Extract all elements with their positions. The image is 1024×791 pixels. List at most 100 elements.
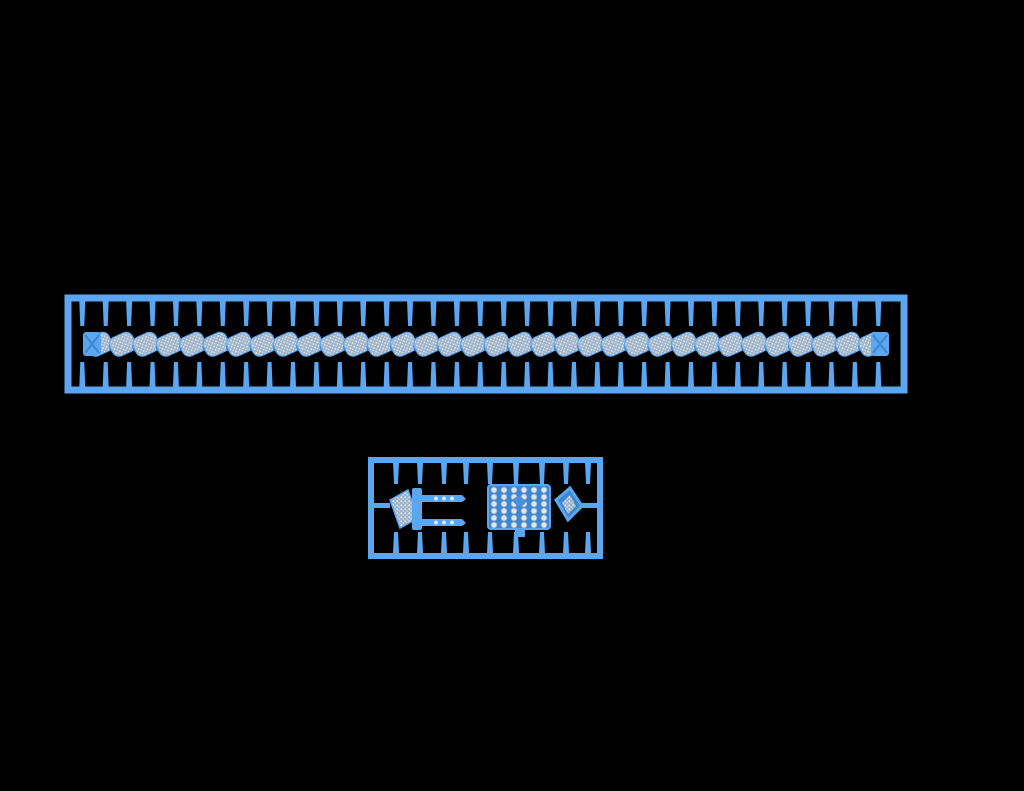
clasp-box-stone	[530, 507, 538, 515]
sprue-post-bottom	[664, 362, 671, 387]
clasp-box-stone	[530, 521, 538, 529]
sprue-post-bottom	[243, 362, 250, 387]
clasp-box-stone	[520, 521, 528, 529]
clasp-box-part	[487, 484, 551, 537]
sprue-post-top	[500, 301, 507, 326]
clasp-box-stone	[530, 514, 538, 522]
clasp-blade-stone	[434, 496, 438, 501]
chain-frame-border	[64, 294, 908, 394]
clasp-box-emblem	[512, 496, 526, 507]
clasp-sprue-post-top	[563, 462, 569, 484]
chain-end-cap-right	[871, 332, 889, 356]
clasp-box-stone	[530, 500, 538, 508]
chain-end-cap-left	[83, 332, 101, 356]
clasp-box-stone	[540, 514, 548, 522]
sprue-post-top	[828, 301, 835, 326]
sprue-post-bottom	[851, 362, 858, 387]
sprue-post-top	[524, 301, 531, 326]
sprue-post-bottom	[828, 362, 835, 387]
clasp-blade-stone	[434, 520, 438, 525]
sprue-post-top	[360, 301, 367, 326]
sprue-post-top	[172, 301, 179, 326]
clasp-tongue-part	[389, 488, 466, 530]
clasp-sprue-post-top	[513, 462, 519, 484]
clasp-box-stone	[530, 486, 538, 494]
clasp-sprue-post-top	[417, 462, 423, 484]
sprue-post-top	[641, 301, 648, 326]
chain-sprue-supports	[79, 301, 882, 387]
clasp-box-body	[487, 484, 551, 530]
sprue-post-top	[453, 301, 460, 326]
sprue-post-bottom	[219, 362, 226, 387]
sprue-post-bottom	[641, 362, 648, 387]
sprue-post-top	[196, 301, 203, 326]
clasp-frame-border	[368, 457, 603, 559]
sprue-post-bottom	[875, 362, 882, 387]
sprue-post-top	[243, 301, 250, 326]
clasp-box-stone	[540, 486, 548, 494]
clasp-sprue-post-bottom	[463, 532, 469, 553]
sprue-post-bottom	[453, 362, 460, 387]
clasp-sprue-post-top	[585, 462, 591, 484]
sprue-post-bottom	[290, 362, 296, 387]
clasp-sprue-post-top	[393, 462, 399, 484]
sprue-post-top	[594, 301, 601, 326]
sprue-post-bottom	[102, 362, 109, 387]
end-cap-cross	[872, 334, 888, 354]
clasp-sprue-post-top	[441, 462, 447, 484]
clasp-sprue-supports	[374, 462, 598, 553]
clasp-box-stone	[490, 521, 498, 529]
clasp-sprue-post-bottom	[487, 532, 493, 553]
clasp-sprue-post-bottom	[441, 532, 447, 553]
sprue-post-top	[570, 301, 577, 326]
clasp-sprue-post-bottom	[393, 532, 399, 553]
sprue-post-top	[477, 301, 484, 326]
sprue-post-bottom	[758, 362, 765, 387]
sprue-post-bottom	[477, 362, 484, 387]
sprue-post-top	[758, 301, 765, 326]
clasp-blade-stone	[450, 496, 454, 501]
clasp-box-stone	[540, 493, 548, 501]
sprue-post-bottom	[313, 362, 320, 387]
end-cap-cross	[84, 334, 100, 354]
clasp-sprue-post-bottom	[585, 532, 591, 553]
clasp-blade-stone	[442, 496, 446, 501]
clasp-box-stone	[510, 486, 518, 494]
clasp-box-stone	[500, 514, 508, 522]
sprue-post-bottom	[617, 362, 624, 387]
clasp-sprue-frame	[368, 457, 603, 559]
clasp-box-stone	[520, 514, 528, 522]
clasp-sprue-post-top	[487, 462, 493, 484]
clasp-box-stone	[540, 500, 548, 508]
sprue-post-bottom	[805, 362, 812, 387]
sprue-post-top	[430, 301, 437, 326]
clasp-box-stone	[530, 493, 538, 501]
clasp-box-stone	[510, 521, 518, 529]
clasp-sprue-post-bottom	[563, 532, 569, 553]
sprue-post-bottom	[407, 362, 414, 387]
clasp-box-stone	[490, 486, 498, 494]
clasp-box-stone	[500, 500, 508, 508]
sprue-post-top	[290, 301, 296, 326]
sprue-post-top	[711, 301, 718, 326]
clasp-hinge-link	[554, 485, 584, 523]
clasp-box-stone	[490, 493, 498, 501]
sprue-post-top	[149, 301, 156, 326]
clasp-sprue-post-top	[463, 462, 469, 484]
chain-end-caps	[83, 332, 889, 356]
sprue-post-top	[617, 301, 624, 326]
sprue-post-bottom	[524, 362, 531, 387]
sprue-post-bottom	[570, 362, 577, 387]
sprue-post-bottom	[79, 362, 86, 387]
clasp-box-stone	[500, 507, 508, 515]
clasp-sprue-post-bottom	[417, 532, 423, 553]
sprue-post-top	[664, 301, 671, 326]
clasp-box-lug	[515, 529, 525, 537]
sprue-post-top	[781, 301, 788, 326]
sprue-post-top	[734, 301, 741, 326]
cuban-chain-links	[85, 331, 886, 357]
sprue-post-bottom	[149, 362, 156, 387]
clasp-box-stone	[490, 514, 498, 522]
